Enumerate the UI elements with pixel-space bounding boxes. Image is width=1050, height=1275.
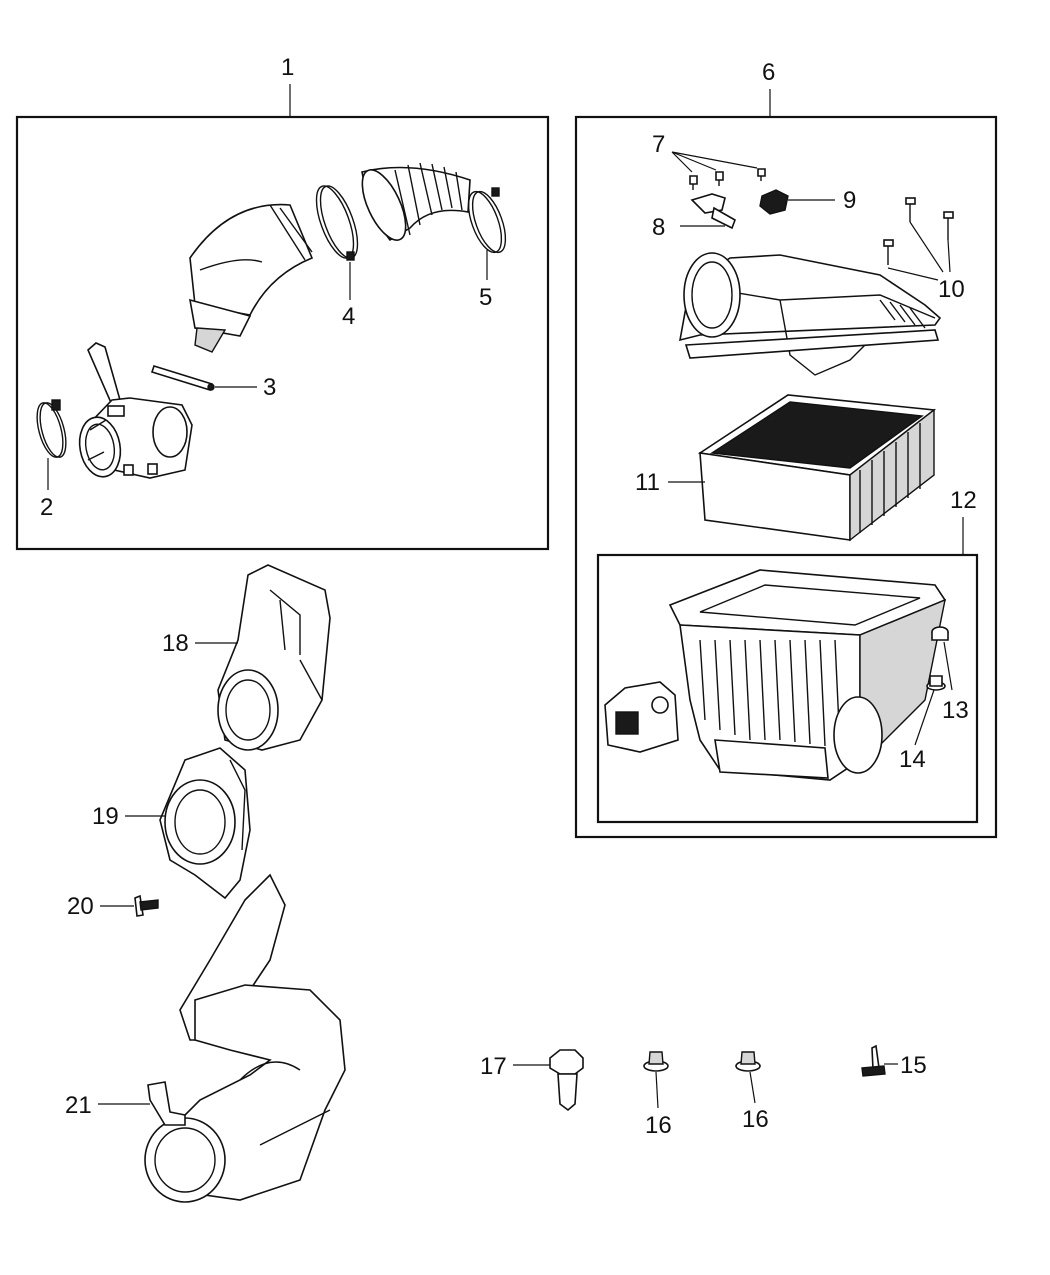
group-box-1 <box>15 115 550 551</box>
leader-10 <box>887 221 951 281</box>
corrugated-intake-hose[interactable] <box>353 162 471 246</box>
intake-elbow-lower[interactable] <box>75 342 193 480</box>
part-20-push-pin[interactable] <box>134 894 159 917</box>
part-14-grommet[interactable] <box>926 675 946 691</box>
part-16-nut-left[interactable] <box>643 1051 669 1072</box>
callout-17[interactable]: 17 <box>480 1053 507 1080</box>
part-21-lower-inlet-duct[interactable] <box>144 873 346 1203</box>
part-9-sensor[interactable] <box>759 189 789 215</box>
part-3-hose-rod[interactable] <box>150 365 215 391</box>
callout-6[interactable]: 6 <box>762 59 775 86</box>
leader-16a <box>655 1071 659 1109</box>
group-box-12 <box>596 553 979 824</box>
callout-16-left[interactable]: 16 <box>645 1112 672 1139</box>
part-5-hose-clamp[interactable] <box>462 187 512 256</box>
callout-2[interactable]: 2 <box>40 494 53 521</box>
leader-16b <box>749 1071 756 1104</box>
housing-actuator-valve[interactable] <box>604 681 679 753</box>
intake-duct-upper[interactable] <box>188 203 314 353</box>
callout-9[interactable]: 9 <box>843 187 856 214</box>
part-16-nut-right[interactable] <box>735 1051 761 1072</box>
callout-8[interactable]: 8 <box>652 214 665 241</box>
part-17-bolt[interactable] <box>549 1049 584 1112</box>
callout-12[interactable]: 12 <box>950 487 977 514</box>
callout-13[interactable]: 13 <box>942 697 969 724</box>
callout-11[interactable]: 11 <box>635 469 660 496</box>
air-cleaner-cover[interactable] <box>678 252 942 376</box>
part-10-bolts[interactable] <box>883 197 954 265</box>
part-18-air-inlet-duct[interactable] <box>217 564 331 751</box>
part-13-grommet[interactable] <box>931 626 949 641</box>
callout-10[interactable]: 10 <box>938 276 965 303</box>
part-12-air-cleaner-housing[interactable] <box>668 569 947 781</box>
leader-14 <box>914 689 935 746</box>
callout-15[interactable]: 15 <box>900 1052 927 1079</box>
callout-16-right[interactable]: 16 <box>742 1106 769 1133</box>
callout-14[interactable]: 14 <box>899 746 926 773</box>
leader-7 <box>671 151 758 173</box>
callout-5[interactable]: 5 <box>479 284 492 311</box>
part-2-hose-clamp[interactable] <box>32 399 71 460</box>
callout-19[interactable]: 19 <box>92 803 119 830</box>
callout-7[interactable]: 7 <box>652 131 665 158</box>
part-8-mass-airflow-sensor[interactable] <box>690 193 736 230</box>
callout-3[interactable]: 3 <box>263 374 276 401</box>
part-11-air-filter[interactable] <box>697 394 937 542</box>
callout-18[interactable]: 18 <box>162 630 189 657</box>
callout-1[interactable]: 1 <box>281 54 294 81</box>
part-19-air-duct-adapter[interactable] <box>159 747 251 900</box>
leader-13 <box>943 641 953 691</box>
part-15-screw[interactable] <box>861 1044 886 1077</box>
part-4-large-clamp[interactable] <box>309 182 365 263</box>
group-box-6 <box>574 115 998 839</box>
callout-21[interactable]: 21 <box>65 1092 92 1119</box>
part-7-screws[interactable] <box>689 168 766 190</box>
callout-4[interactable]: 4 <box>342 303 355 330</box>
callout-20[interactable]: 20 <box>67 893 94 920</box>
